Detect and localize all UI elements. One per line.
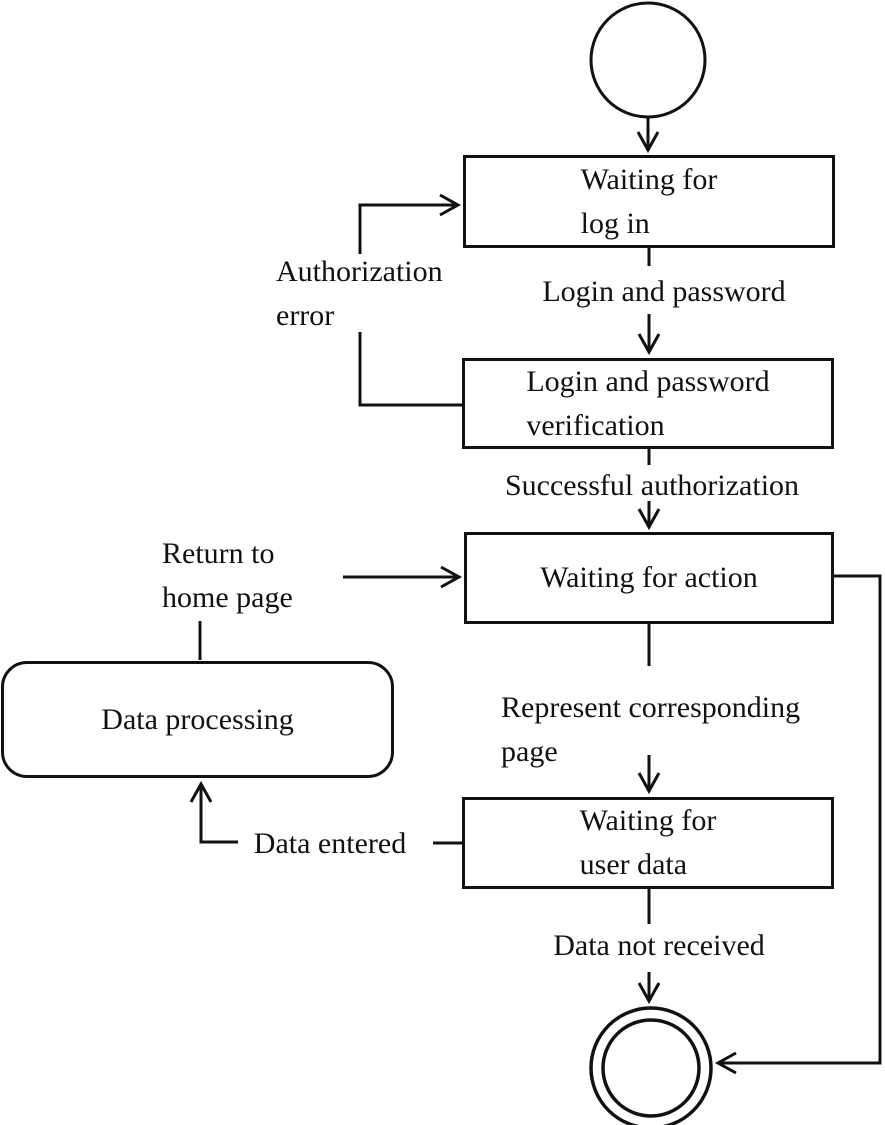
state-login-password-verification: Login and password verification: [462, 358, 834, 449]
arrow-auth-error-upper-segment: [358, 193, 462, 254]
state-waiting-for-user-data: Waiting for user data: [462, 797, 834, 889]
initial-node-circle: [589, 1, 707, 119]
edge-label-return-to-home-page: Return to home page: [162, 537, 293, 614]
arrow-data-entered-to-data-processing: [189, 780, 238, 844]
state-waiting-for-login: Waiting for log in: [463, 155, 835, 248]
edge-label-successful-authorization: Successful authorization: [504, 469, 800, 502]
state-data-processing-label: Data processing: [101, 702, 294, 736]
edge-label-authorization-error: Authorization error: [276, 255, 443, 332]
edge-label-data-entered: Data entered: [253, 827, 407, 860]
state-waiting-for-user-data-label: Waiting for user data: [579, 804, 717, 881]
state-waiting-for-login-label: Waiting for log in: [580, 162, 718, 240]
edge-label-data-not-received: Data not received: [553, 929, 765, 962]
edge-label-login-and-password: Login and password: [542, 275, 786, 308]
state-waiting-for-action: Waiting for action: [464, 532, 834, 624]
edge-label-represent-corresponding-page: Represent corresponding page: [501, 691, 801, 768]
arrow-waiting-action-to-end: [714, 574, 882, 1075]
arrow-auth-error-lower-segment: [358, 332, 463, 407]
state-data-processing: Data processing: [1, 661, 394, 778]
final-node-inner-circle: [601, 1018, 701, 1118]
state-login-password-verification-label: Login and password verification: [526, 364, 770, 442]
state-waiting-for-action-label: Waiting for action: [540, 561, 758, 594]
